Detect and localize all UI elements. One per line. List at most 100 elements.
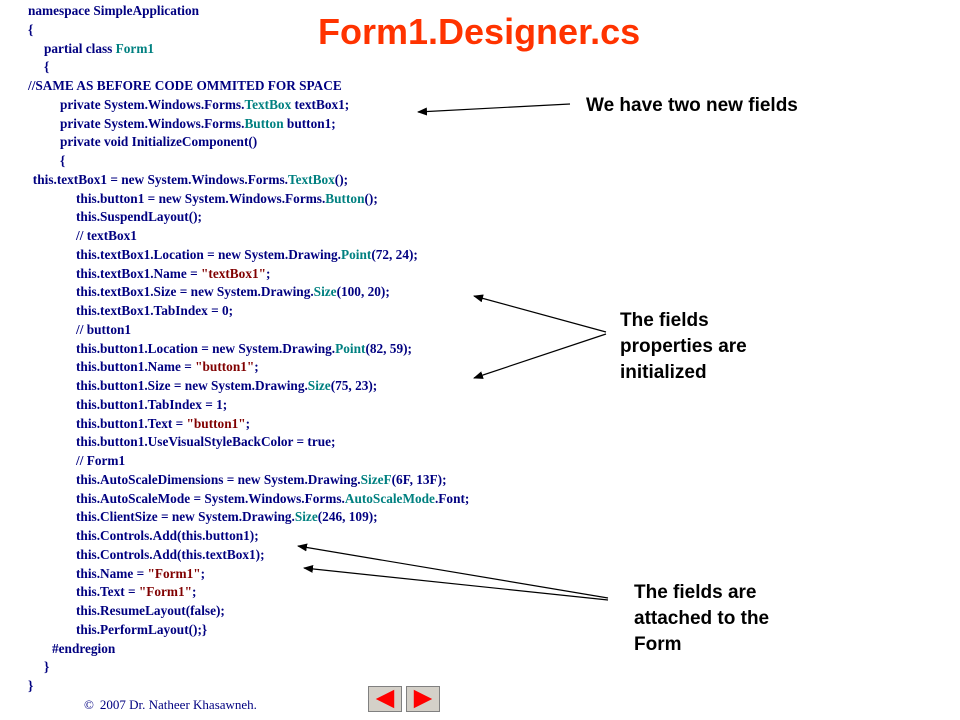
code-line: // button1 xyxy=(76,323,131,338)
code-token: { xyxy=(44,59,50,75)
code-token: this.textBox1.Size = new System.Drawing. xyxy=(76,284,314,300)
code-token: this.Controls.Add(this.textBox1); xyxy=(76,546,265,562)
footer-text: 2007 Dr. Natheer Khasawneh. xyxy=(99,697,257,712)
note-new-fields: We have two new fields xyxy=(586,95,798,116)
code-token: this.textBox1.Name = xyxy=(76,265,202,281)
note-fields-attached: The fields are attached to the Form xyxy=(634,582,770,655)
code-token: #endregion xyxy=(52,640,116,656)
code-token: (100, 20); xyxy=(336,284,390,300)
code-token: .Font; xyxy=(434,490,470,506)
code-token: this.AutoScaleMode = System.Windows.Form… xyxy=(76,490,345,506)
code-token: // button1 xyxy=(76,321,132,337)
code-token: (6F, 13F); xyxy=(391,471,447,487)
code-token: this.textBox1 = new System.Windows.Forms… xyxy=(32,171,288,187)
arrow-to-controls-add-button xyxy=(297,543,609,599)
code-line: this.button1.Name = "button1"; xyxy=(76,360,259,375)
code-line: this.textBox1.TabIndex = 0; xyxy=(76,304,233,319)
code-line: { xyxy=(60,154,65,169)
type-token: Point xyxy=(335,340,366,356)
code-line: this.Controls.Add(this.textBox1); xyxy=(76,548,265,563)
previous-slide-button[interactable] xyxy=(368,686,402,712)
code-token: this.textBox1.TabIndex = 0; xyxy=(76,303,234,318)
code-token: (72, 24); xyxy=(371,246,418,262)
code-token: ; xyxy=(254,359,259,375)
footer: © 2007 Dr. Natheer Khasawneh. xyxy=(84,698,257,711)
code-token: this.SuspendLayout(); xyxy=(76,209,202,225)
code-token: this.Controls.Add(this.button1); xyxy=(76,528,259,543)
code-line: this.Controls.Add(this.button1); xyxy=(76,529,259,544)
code-token: } xyxy=(44,659,50,675)
copyright-icon: © xyxy=(84,697,94,712)
code-line: namespace SimpleApplication xyxy=(28,4,199,19)
left-triangle-icon xyxy=(375,689,395,709)
note-properties-initialized: The fields properties are initialized xyxy=(620,310,747,383)
code-line: this.Text = "Form1"; xyxy=(76,585,196,600)
code-token: ; xyxy=(192,584,197,600)
code-token: private System.Windows.Forms. xyxy=(60,115,245,131)
code-line: this.button1.TabIndex = 1; xyxy=(76,398,227,413)
code-line: //SAME AS BEFORE CODE OMMITED FOR SPACE xyxy=(28,79,342,94)
code-line: this.ResumeLayout(false); xyxy=(76,604,225,619)
code-token: private System.Windows.Forms. xyxy=(60,96,245,112)
code-token: { xyxy=(60,153,66,168)
code-token: this.PerformLayout();} xyxy=(76,621,208,637)
code-token: this.Name = xyxy=(76,565,148,581)
code-token: this.button1 = new System.Windows.Forms. xyxy=(76,190,326,206)
code-token: this.Text = xyxy=(76,584,139,600)
code-line: this.AutoScaleDimensions = new System.Dr… xyxy=(76,473,447,488)
code-line: } xyxy=(44,660,49,675)
code-line: { xyxy=(44,60,49,75)
slide-title: Form1.Designer.cs xyxy=(318,11,641,52)
code-token: this.textBox1.Location = new System.Draw… xyxy=(76,246,342,262)
code-line: #endregion xyxy=(52,640,116,657)
string-token: "Form1" xyxy=(147,565,201,581)
code-token: (); xyxy=(364,190,378,206)
code-token: this.button1.Size = new System.Drawing. xyxy=(76,378,308,393)
code-token: this.ResumeLayout(false); xyxy=(76,603,225,618)
code-line: this.textBox1.Name = "textBox1"; xyxy=(76,265,270,282)
code-token: (); xyxy=(334,171,349,187)
right-triangle-icon xyxy=(413,689,433,709)
code-token: { xyxy=(28,21,34,37)
code-line: private void InitializeComponent() xyxy=(60,135,257,150)
code-token: // textBox1 xyxy=(76,228,137,243)
code-token: (82, 59); xyxy=(365,340,412,356)
code-line: private System.Windows.Forms.Button butt… xyxy=(60,115,336,132)
code-line: this.Name = "Form1"; xyxy=(76,565,206,582)
type-token: AutoScaleMode xyxy=(344,490,435,506)
type-token: Point xyxy=(341,246,372,262)
code-line: } xyxy=(28,679,33,694)
code-token: partial class xyxy=(44,40,116,56)
code-token: this.ClientSize = new System.Drawing. xyxy=(76,509,295,525)
code-line: this.ClientSize = new System.Drawing.Siz… xyxy=(76,510,378,525)
code-line: this.button1 = new System.Windows.Forms.… xyxy=(76,190,378,207)
string-token: "button1" xyxy=(186,415,246,431)
code-token: button1; xyxy=(283,115,336,131)
type-token: Form1 xyxy=(115,40,155,56)
code-token: (75, 23); xyxy=(330,378,378,393)
type-token: Button xyxy=(325,190,365,206)
string-token: "button1" xyxy=(195,359,255,375)
code-token: ; xyxy=(200,565,206,581)
code-line: this.button1.Text = "button1"; xyxy=(76,415,250,432)
code-line: // Form1 xyxy=(76,454,125,469)
code-token: } xyxy=(28,678,34,693)
code-line: this.button1.UseVisualStyleBackColor = t… xyxy=(76,435,336,450)
code-line: this.PerformLayout();} xyxy=(76,623,207,638)
type-token: TextBox xyxy=(244,96,292,112)
code-line: this.SuspendLayout(); xyxy=(76,210,202,225)
type-token: TextBox xyxy=(287,171,335,187)
arrow-to-textbox-size xyxy=(473,294,607,333)
type-token: Size xyxy=(307,378,331,393)
next-slide-button[interactable] xyxy=(406,686,440,712)
code-line: this.textBox1.Location = new System.Draw… xyxy=(76,248,418,263)
code-token: textBox1; xyxy=(291,96,350,112)
code-token: this.AutoScaleDimensions = new System.Dr… xyxy=(76,471,361,487)
code-token: this.button1.UseVisualStyleBackColor = t… xyxy=(76,434,336,450)
code-line: partial class Form1 xyxy=(44,40,155,57)
code-token: this.button1.Name = xyxy=(76,359,196,375)
code-line: this.AutoScaleMode = System.Windows.Form… xyxy=(76,490,470,507)
string-token: "textBox1" xyxy=(201,265,267,281)
string-token: "Form1" xyxy=(138,584,193,600)
type-token: SizeF xyxy=(360,471,392,487)
